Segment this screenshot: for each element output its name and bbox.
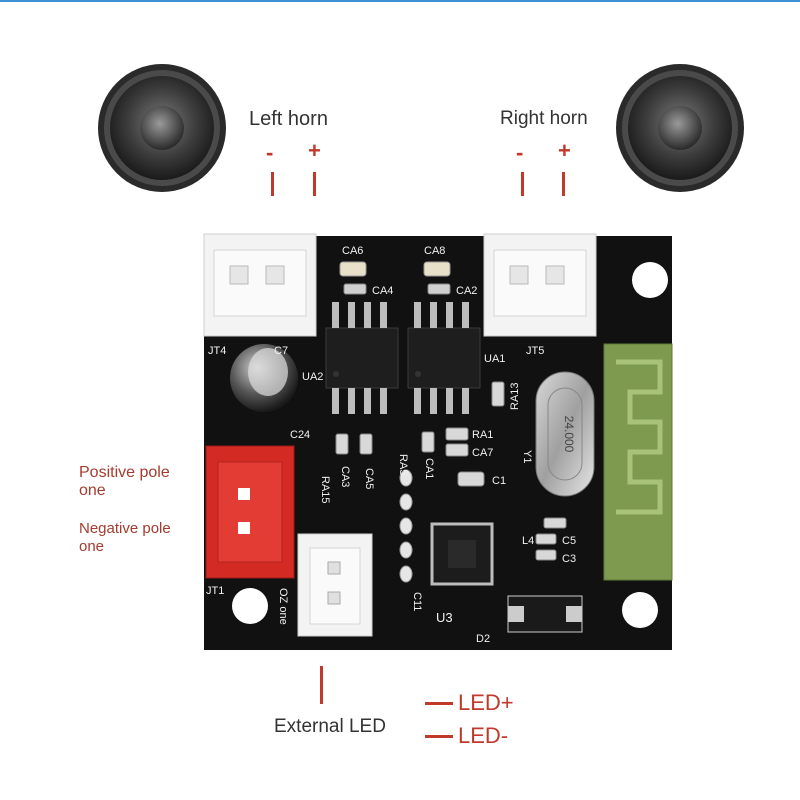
silk-u3: U3 — [436, 610, 453, 625]
silk-ca3: CA3 — [339, 466, 351, 487]
right-horn-plus-tick — [562, 172, 565, 196]
silk-ca4: CA4 — [372, 285, 393, 297]
silk-ua1: UA1 — [484, 353, 505, 365]
smd-c5 — [535, 533, 557, 545]
silk-ra13: RA13 — [509, 382, 521, 410]
pcb-board: 24.000 — [203, 233, 673, 650]
smd-ca5 — [359, 433, 373, 455]
mounting-hole-top-right — [632, 262, 668, 298]
smd-ca3 — [335, 433, 349, 455]
right-horn-minus-sign: - — [516, 140, 524, 165]
silk-ca5: CA5 — [363, 468, 375, 489]
smd-c1 — [457, 471, 485, 487]
mounting-hole-bottom-right — [622, 592, 658, 628]
left-horn-label: Left horn — [249, 108, 328, 130]
silk-ua2: UA2 — [302, 371, 323, 383]
crystal-frequency-label: 24.000 — [562, 416, 576, 453]
external-led-label: External LED — [274, 716, 386, 737]
right-horn-label: Right horn — [500, 108, 588, 129]
electrolytic-capacitor — [230, 344, 298, 412]
smd-cap-ca2 — [427, 283, 451, 295]
negative-pole-label: Negative pole one — [79, 520, 171, 555]
silk-y1: Y1 — [521, 450, 533, 463]
led-plus-label: LED+ — [458, 690, 514, 715]
crystal-oscillator: 24.000 — [535, 371, 595, 497]
smd-ca7 — [445, 443, 469, 457]
smd-l4 — [543, 517, 567, 529]
smd-cap-ca8 — [423, 261, 451, 277]
jt4-speaker-connector — [203, 233, 317, 337]
silk-ca7: CA7 — [472, 447, 493, 459]
pin-pads — [399, 469, 413, 583]
led-minus-dash — [425, 735, 453, 738]
silk-ca8: CA8 — [424, 245, 445, 257]
led-minus-label: LED- — [458, 723, 509, 748]
chip-u3 — [430, 522, 494, 586]
silk-c3: C3 — [562, 553, 576, 565]
right-horn-plus-sign: + — [558, 138, 571, 163]
left-horn-minus-sign: - — [266, 140, 274, 165]
smd-ra13 — [491, 381, 505, 407]
silk-d2: D2 — [476, 633, 490, 645]
external-led-tick — [320, 666, 323, 704]
silk-c5: C5 — [562, 535, 576, 547]
silk-ra5: RA5 — [397, 454, 409, 475]
led-connector — [297, 533, 373, 637]
silk-ra1: RA1 — [472, 429, 493, 441]
silk-oz: OZ one — [277, 588, 289, 625]
left-horn-plus-tick — [313, 172, 316, 196]
silk-jt4: JT4 — [208, 345, 226, 357]
silk-ra15: RA15 — [319, 476, 331, 504]
silk-c1: C1 — [492, 475, 506, 487]
silk-jt1: JT1 — [206, 585, 224, 597]
silk-l4: L4 — [522, 535, 534, 547]
silk-ca6: CA6 — [342, 245, 363, 257]
smd-cap-ca4 — [343, 283, 367, 295]
right-speaker-icon — [616, 64, 744, 192]
silk-c11: C11 — [411, 592, 423, 611]
mounting-hole-bottom-left — [232, 588, 268, 624]
smd-c3 — [535, 549, 557, 561]
bluetooth-antenna — [603, 343, 673, 581]
smd-ca1 — [421, 431, 435, 453]
silk-ca2: CA2 — [456, 285, 477, 297]
left-horn-plus-sign: + — [308, 138, 321, 163]
silk-ca1: CA1 — [423, 458, 435, 479]
silk-c7: C7 — [274, 345, 288, 357]
positive-pole-label: Positive pole one — [79, 464, 170, 499]
left-horn-minus-tick — [271, 172, 274, 196]
jt1-power-connector — [205, 445, 295, 579]
smd-cap-ca6 — [339, 261, 367, 277]
jt5-speaker-connector — [483, 233, 597, 337]
silk-jt5: JT5 — [526, 345, 544, 357]
diode-d2 — [507, 595, 583, 633]
right-horn-minus-tick — [521, 172, 524, 196]
led-plus-dash — [425, 702, 453, 705]
smd-ra1 — [445, 427, 469, 441]
chip-ua2 — [325, 302, 399, 414]
chip-ua1 — [407, 302, 481, 414]
left-speaker-icon — [98, 64, 226, 192]
top-border-line — [0, 0, 800, 2]
silk-c24: C24 — [290, 429, 310, 441]
